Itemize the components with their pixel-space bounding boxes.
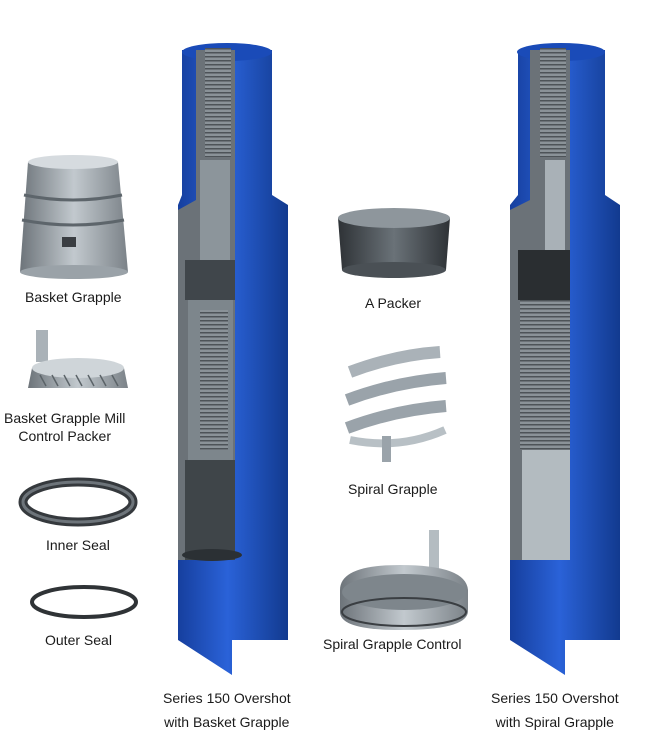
label-basket-grapple: Basket Grapple: [25, 289, 122, 305]
label-overshot-basket-line1: Series 150 Overshot: [163, 690, 291, 706]
label-overshot-basket: Series 150 Overshot with Basket Grapple: [163, 686, 291, 734]
label-mill-control-packer-line2: Control Packer: [18, 428, 111, 444]
spiral-grapple-image: [344, 346, 447, 462]
label-inner-seal: Inner Seal: [46, 537, 110, 553]
a-packer-image: [338, 208, 450, 278]
label-spiral-grapple: Spiral Grapple: [348, 481, 438, 497]
label-overshot-spiral: Series 150 Overshot with Spiral Grapple: [491, 686, 619, 734]
label-outer-seal: Outer Seal: [45, 632, 112, 648]
label-mill-control-packer-line1: Basket Grapple Mill: [4, 410, 126, 426]
label-overshot-spiral-line1: Series 150 Overshot: [491, 690, 619, 706]
overshot-basket-grapple: [178, 43, 288, 675]
label-spiral-grapple-control: Spiral Grapple Control: [323, 636, 462, 652]
inner-seal-image: [18, 477, 138, 527]
label-overshot-spiral-line2: with Spiral Grapple: [495, 714, 614, 730]
mill-control-packer-image: [28, 330, 128, 388]
overshot-spiral-grapple: [510, 43, 620, 675]
basket-grapple-image: [20, 155, 128, 279]
label-mill-control-packer: Basket Grapple Mill Control Packer: [4, 409, 125, 445]
outer-seal-image: [30, 585, 138, 619]
label-overshot-basket-line2: with Basket Grapple: [164, 714, 290, 730]
label-a-packer: A Packer: [365, 295, 422, 311]
spiral-grapple-control-image: [340, 530, 468, 630]
